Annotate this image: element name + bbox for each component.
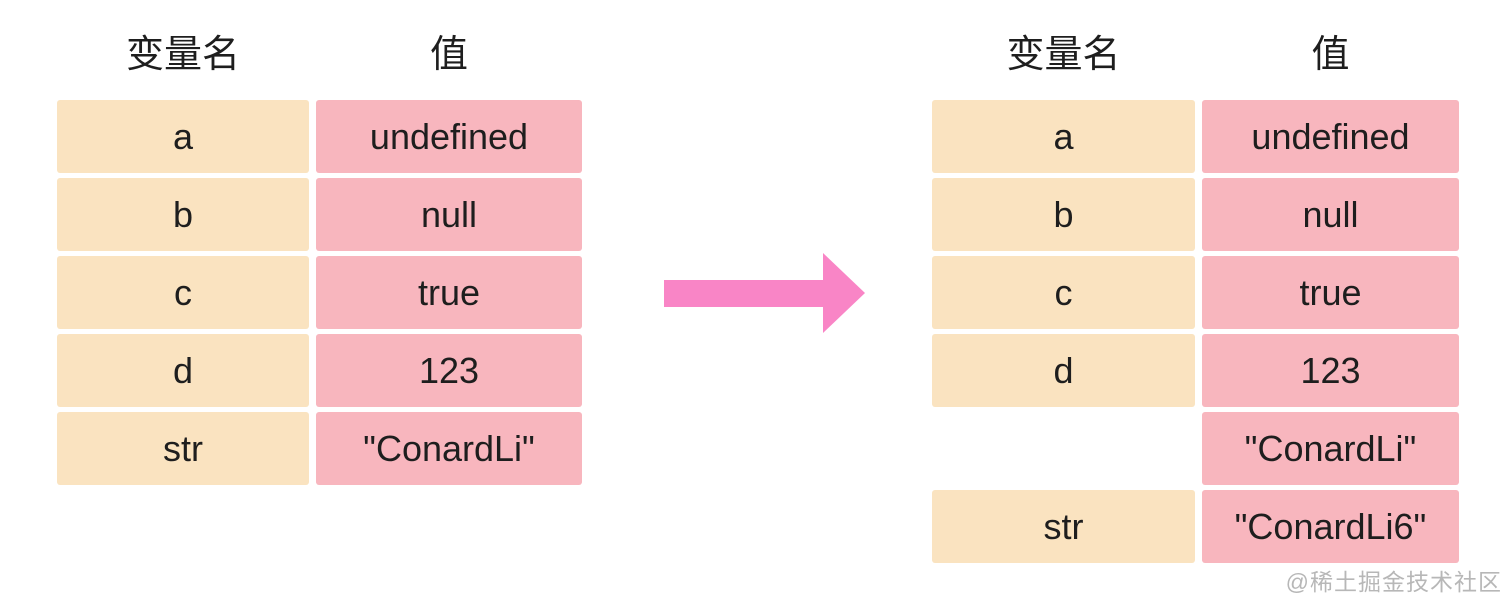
table-row: b null [932, 178, 1459, 251]
table-row: d 123 [57, 334, 582, 407]
variable-name-cell: c [932, 256, 1195, 329]
table-row: b null [57, 178, 582, 251]
left-table-rows: a undefined b null c true d 123 str "Con… [57, 100, 582, 485]
variable-name-cell: str [57, 412, 309, 485]
table-row: a undefined [57, 100, 582, 173]
variable-name-cell: b [932, 178, 1195, 251]
variable-value-cell: 123 [316, 334, 582, 407]
variable-name-cell: d [57, 334, 309, 407]
column-header-variable-name: 变量名 [1006, 33, 1121, 76]
variable-value-cell: undefined [1202, 100, 1459, 173]
variable-value-cell: "ConardLi" [1202, 412, 1459, 485]
variable-name-cell: a [932, 100, 1195, 173]
variable-name-cell-empty [932, 412, 1195, 485]
variable-value-cell: true [316, 256, 582, 329]
table-row: d 123 [932, 334, 1459, 407]
arrow-head [823, 253, 865, 333]
variable-value-cell: 123 [1202, 334, 1459, 407]
variable-name-cell: d [932, 334, 1195, 407]
variable-value-cell: true [1202, 256, 1459, 329]
right-table-rows: a undefined b null c true d 123 "ConardL… [932, 100, 1459, 563]
watermark: @稀土掘金技术社区 [1285, 569, 1502, 595]
table-row: str "ConardLi6" [932, 490, 1459, 563]
table-row: "ConardLi" [932, 412, 1459, 485]
table-row: str "ConardLi" [57, 412, 582, 485]
variable-name-cell: c [57, 256, 309, 329]
variable-value-cell: undefined [316, 100, 582, 173]
variable-value-cell: null [1202, 178, 1459, 251]
variable-name-cell: str [932, 490, 1195, 563]
arrow-right-icon [664, 253, 865, 333]
arrow-body [664, 280, 825, 307]
variable-value-cell: null [316, 178, 582, 251]
variable-value-cell: "ConardLi" [316, 412, 582, 485]
table-row: c true [57, 256, 582, 329]
variable-name-cell: b [57, 178, 309, 251]
column-header-value: 值 [429, 33, 468, 76]
column-header-value: 值 [1311, 33, 1350, 76]
table-row: c true [932, 256, 1459, 329]
variable-name-cell: a [57, 100, 309, 173]
variable-value-cell: "ConardLi6" [1202, 490, 1459, 563]
column-header-variable-name: 变量名 [125, 33, 240, 76]
table-row: a undefined [932, 100, 1459, 173]
